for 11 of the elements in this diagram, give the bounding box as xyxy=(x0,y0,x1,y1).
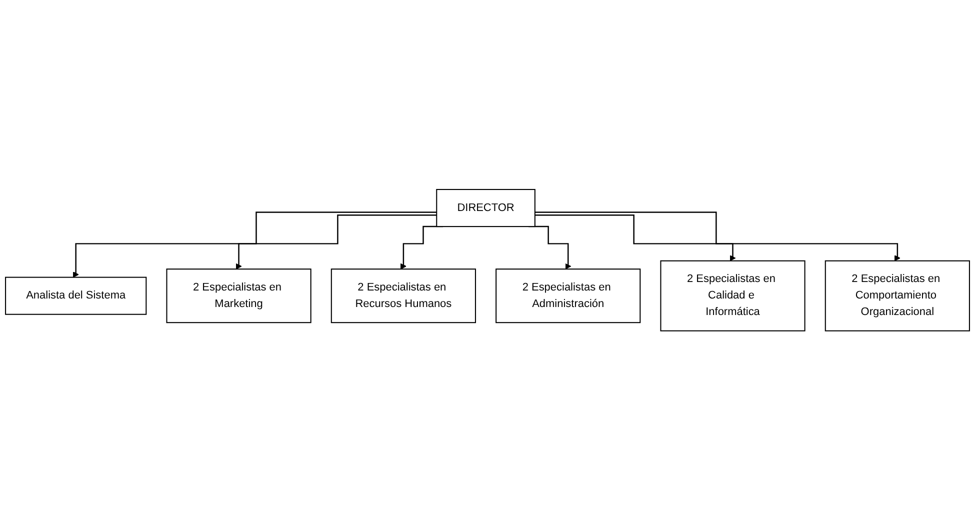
arrow xyxy=(534,212,900,262)
arrow xyxy=(236,214,437,270)
node-box: 2 Especialistas en Recursos Humanos xyxy=(330,268,476,324)
arrow xyxy=(72,212,437,278)
node-box: DIRECTOR xyxy=(436,189,536,228)
arrow xyxy=(534,214,736,262)
node-box: 2 Especialistas en Administración xyxy=(496,268,641,324)
node-box: Analista del Sistema xyxy=(5,277,147,316)
node-box: 2 Especialistas en Marketing xyxy=(166,268,312,324)
node-box: 2 Especialistas en Calidad e Informática xyxy=(660,260,806,332)
node-box: 2 Especialistas en Comportamiento Organizacional xyxy=(824,260,970,332)
